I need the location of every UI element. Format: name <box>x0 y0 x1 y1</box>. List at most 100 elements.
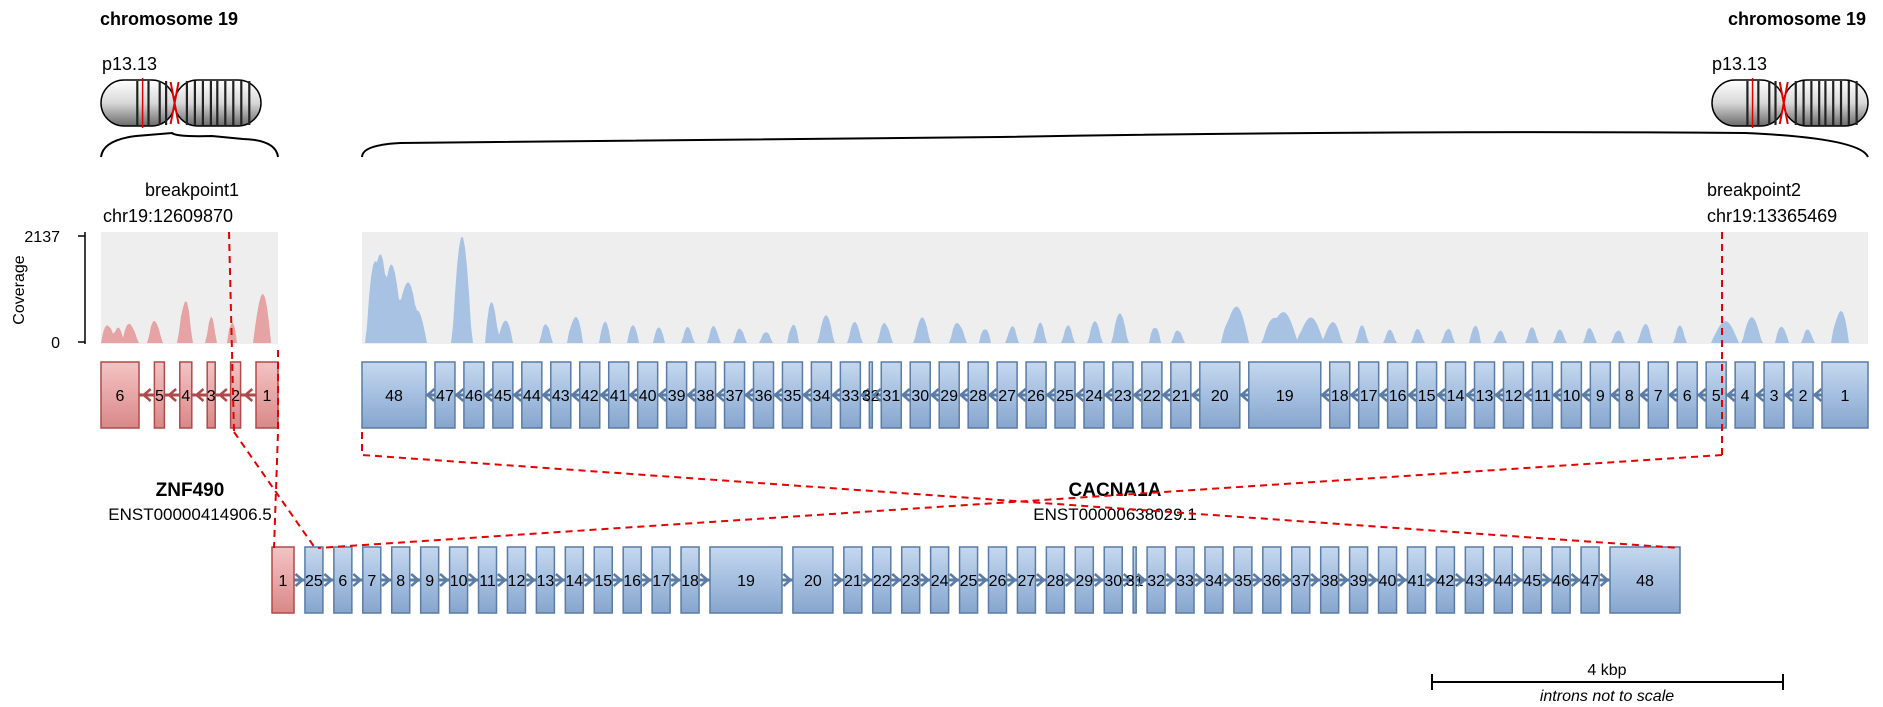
coverage-axis-label: Coverage <box>11 255 28 324</box>
cacna1a-strand-arrow <box>1016 388 1027 402</box>
cacna1a-exon <box>361 361 427 429</box>
fusion-strand-arrow <box>410 573 421 587</box>
chromosome-band <box>248 81 251 125</box>
fusion-exon-label: 36 <box>1263 573 1281 590</box>
fusion-exon <box>271 546 295 614</box>
cacna1a-exon-label: 18 <box>1331 388 1349 405</box>
fusion-exon <box>1319 546 1340 614</box>
cacna1a-exon-label: 43 <box>552 388 570 405</box>
breakpoint1-label: breakpoint1 <box>145 180 239 200</box>
cacna1a-exon-label: 40 <box>639 388 657 405</box>
fusion-strand-arrow <box>294 573 305 587</box>
fusion-exon <box>872 546 892 614</box>
fusion-strand-arrow <box>699 573 710 587</box>
znf490-exon <box>206 361 216 429</box>
cacna1a-strand-arrow <box>830 388 841 402</box>
chromosome-left-title: chromosome 19 <box>100 9 238 29</box>
fusion-exon-label: 21 <box>844 573 862 590</box>
centromere-marker <box>1778 81 1789 125</box>
fusion-strand-arrow <box>641 573 652 587</box>
cacna1a-exon-label: 15 <box>1418 388 1436 405</box>
fusion-exon-label: 33 <box>1176 573 1194 590</box>
cacna1a-exon-label: 9 <box>1596 388 1605 405</box>
breakpoint-connectors <box>228 231 1723 549</box>
fusion-exon-label: 18 <box>681 573 699 590</box>
fusion-exon <box>1406 546 1427 614</box>
cacna1a-exon-label: 46 <box>465 388 483 405</box>
fusion-exon <box>477 546 498 614</box>
cacna1a-strand-arrow <box>1132 388 1143 402</box>
cacna1a-exon-label: 45 <box>494 388 512 405</box>
fusion-exon <box>448 546 469 614</box>
chromosome-band <box>232 81 235 125</box>
fusion-exon <box>1435 546 1456 614</box>
fusion-exon-label: 17 <box>652 573 670 590</box>
cacna1a-exon-label: 27 <box>998 388 1016 405</box>
fusion-exon <box>1204 546 1224 614</box>
fusion-exon-label: 26 <box>989 573 1007 590</box>
znf490-exon <box>179 361 193 429</box>
cacna1a-exon-label: 6 <box>1683 388 1692 405</box>
chromosome-band <box>1839 81 1843 125</box>
fusion-strand-arrow <box>949 573 960 587</box>
cacna1a-exon-label: 36 <box>755 388 773 405</box>
cacna1a-strand-arrow <box>802 388 812 402</box>
cacna1a-exon-label: 35 <box>784 388 802 405</box>
fusion-exon <box>1348 546 1369 614</box>
gene-right-transcript: ENST00000638029.1 <box>1033 505 1197 524</box>
fusion-strand-arrow <box>323 573 334 587</box>
fusion-strand-arrow <box>1599 573 1610 587</box>
cacna1a-exon-label: 2 <box>1799 388 1808 405</box>
cacna1a-exon-label: 14 <box>1447 388 1465 405</box>
breakpoint1-position: chr19:12609870 <box>103 206 233 226</box>
cacna1a-strand-arrow <box>900 388 911 402</box>
fusion-strand-arrow <box>1007 573 1017 587</box>
fusion-exon <box>987 546 1008 614</box>
cacna1a-strand-arrow <box>425 388 436 402</box>
cacna1a-strand-arrow <box>1407 388 1417 402</box>
chromosome-band <box>1757 81 1760 125</box>
cacna1a-exon-label: 22 <box>1143 388 1161 405</box>
fusion-exon <box>1045 546 1066 614</box>
cacna1a-strand-arrow <box>715 388 725 402</box>
chromosome-band <box>1768 81 1771 125</box>
chromosome-band <box>1802 81 1805 125</box>
chromosome-band <box>185 81 188 125</box>
fusion-exon-label: 1 <box>279 573 288 590</box>
fusion-strand-arrow <box>920 573 931 587</box>
fusion-exon-label: 45 <box>1523 573 1541 590</box>
gene-right-name: CACNA1A <box>1069 480 1162 501</box>
cacna1a-exon-label: 13 <box>1476 388 1494 405</box>
coverage-max-label: 2137 <box>24 229 60 246</box>
fusion-exon <box>1103 546 1123 614</box>
fusion-exon <box>362 546 382 614</box>
fusion-strand-arrow <box>862 573 873 587</box>
fusion-strand-arrow <box>1165 573 1176 587</box>
cacna1a-exon-label: 44 <box>523 388 541 405</box>
cacna1a-exon-label: 7 <box>1654 388 1663 405</box>
cacna1a-exon-label: 42 <box>581 388 599 405</box>
cacna1a-exon-label: 21 <box>1172 388 1190 405</box>
chromosome-band <box>136 81 139 125</box>
chromosome-band <box>1832 81 1835 125</box>
fusion-exon-label: 24 <box>931 573 949 590</box>
fusion-strand-arrow <box>1093 573 1104 587</box>
fusion-strand-arrow <box>439 573 450 587</box>
cacna1a-strand-arrow <box>570 388 581 402</box>
fusion-exon-label: 25 <box>305 573 323 590</box>
znf490-strand-arrow <box>167 388 177 402</box>
fusion-strand-arrow <box>833 573 844 587</box>
fusion-exon <box>535 546 556 614</box>
cacna1a-strand-arrow <box>1436 388 1446 402</box>
chromosome-band <box>1847 81 1850 125</box>
cacna1a-strand-arrow <box>454 388 465 402</box>
chromosome-band <box>147 81 150 125</box>
fusion-exon-label: 43 <box>1465 573 1483 590</box>
fusion-strand-arrow <box>1223 573 1234 587</box>
fusion-strand-arrow <box>497 573 507 587</box>
fusion-strand-arrow <box>1194 573 1205 587</box>
fusion-exon <box>651 546 671 614</box>
fusion-exon <box>1580 546 1600 614</box>
